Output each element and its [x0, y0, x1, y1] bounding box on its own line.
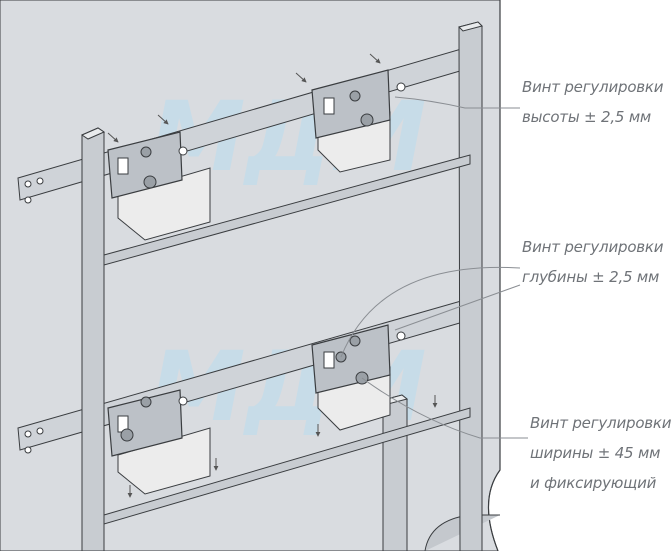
- frame-left-upright: [80, 127, 106, 551]
- callout-height-line2: высоты ± 2,5 мм: [522, 108, 652, 126]
- height-screw: [349, 90, 361, 102]
- callout-depth-line1: Винт регулировки: [522, 238, 664, 256]
- width-screw: [360, 113, 374, 127]
- height-screw: [140, 146, 152, 158]
- callout-height-line1: Винт регулировки: [522, 78, 664, 96]
- rail-hole: [36, 177, 44, 185]
- callout-width-adjust-screw: Винт регулировки ширины ± 45 мм и фиксир…: [530, 408, 671, 498]
- rail-hole: [24, 180, 32, 188]
- callout-depth-line2: глубины ± 2,5 мм: [522, 268, 660, 286]
- bracket-lower-left: [107, 389, 188, 457]
- width-screw: [120, 428, 134, 442]
- height-screw: [140, 396, 152, 408]
- height-screw: [349, 335, 361, 347]
- callout-depth-adjust-screw: Винт регулировки глубины ± 2,5 мм: [522, 232, 664, 292]
- leader-lines: [340, 96, 528, 439]
- frame-right-upright: [458, 21, 483, 551]
- frame-front-post: [381, 394, 409, 551]
- rail-hole: [24, 430, 32, 438]
- width-screw: [143, 175, 157, 189]
- callout-width-line2: ширины ± 45 мм: [530, 444, 661, 462]
- direction-arrows: [107, 53, 438, 498]
- bracket-lower-right: [311, 324, 406, 394]
- bracket-upper-left: [107, 131, 188, 199]
- callout-width-line1: Винт регулировки: [530, 414, 671, 432]
- rail-hole: [24, 196, 32, 204]
- callout-width-line3: и фиксирующий: [530, 474, 657, 492]
- callout-height-adjust-screw: Винт регулировки высоты ± 2,5 мм: [522, 72, 664, 132]
- lower-cross-bar: [103, 407, 471, 525]
- bracket-upper-right: [311, 69, 406, 139]
- rail-hole: [36, 427, 44, 435]
- rail-hole: [24, 446, 32, 454]
- upper-cross-bar: [103, 154, 471, 266]
